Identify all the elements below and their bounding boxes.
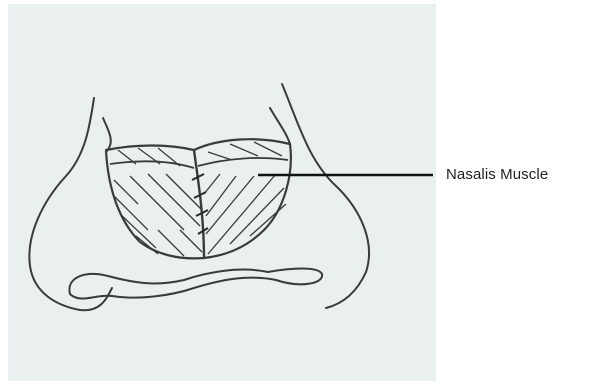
panel-background (8, 4, 436, 381)
nasalis-muscle-label: Nasalis Muscle (446, 166, 548, 183)
sketch-panel (8, 4, 436, 381)
nose-illustration (8, 4, 436, 381)
